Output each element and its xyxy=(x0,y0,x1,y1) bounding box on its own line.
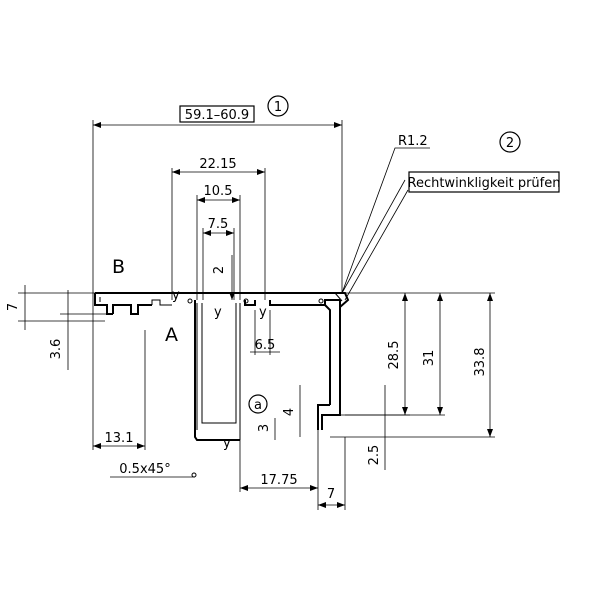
slot-width-dimension: 22.15 xyxy=(171,157,266,300)
instruction-callout: Rechtwinkligkeit prüfen xyxy=(341,171,561,301)
dim-bottom-7: 7 xyxy=(327,487,335,502)
dim-height-4: 4 xyxy=(282,408,297,416)
y-marker-3: y xyxy=(259,305,267,320)
note-1-balloon xyxy=(267,95,289,117)
dim-groove-width: 6.5 xyxy=(255,338,276,353)
small-height-dimensions: 4 3 2.5 xyxy=(257,385,386,470)
overall-width-dimension: 59.1–60.9 1 xyxy=(92,95,343,450)
groove-width-dimension: 6.5 xyxy=(250,310,280,355)
bottom-dimensions: 13.1 0.5x45° 17.75 7 xyxy=(93,330,346,510)
dim-height-3-6: 3.6 xyxy=(49,339,64,360)
right-height-dimensions: 28.5 31 33.8 xyxy=(325,292,495,438)
profile-outline xyxy=(94,292,350,478)
inner-height-dimension: 2 xyxy=(212,255,235,300)
dim-inner-height: 2 xyxy=(212,266,227,274)
dim-height-31: 31 xyxy=(422,350,437,367)
dim-offset-17-75: 17.75 xyxy=(260,473,297,488)
y-marker-1: y xyxy=(172,288,180,303)
dim-height-2-5: 2.5 xyxy=(367,445,382,466)
detail-a-balloon xyxy=(248,394,268,414)
dim-height-33-8: 33.8 xyxy=(473,348,488,377)
detail-a-label: a xyxy=(254,398,262,413)
inner-width-dimension: 10.5 xyxy=(196,184,241,300)
dim-overall-width: 59.1–60.9 xyxy=(185,108,249,123)
dim-inner-width: 10.5 xyxy=(204,184,233,199)
note-1-label: 1 xyxy=(274,100,282,115)
dim-offset-13-1: 13.1 xyxy=(105,431,134,446)
dim-slot-width: 22.15 xyxy=(199,157,236,172)
radius-callout: R1.2 2 xyxy=(341,131,521,294)
dim-height-7: 7 xyxy=(6,303,21,311)
dim-small-width: 7.5 xyxy=(208,217,229,232)
y-marker-4: y xyxy=(223,436,231,451)
small-width-dimension: 7.5 xyxy=(202,217,235,300)
dim-chamfer: 0.5x45° xyxy=(119,462,170,477)
view-b-label: B xyxy=(112,256,125,278)
note-2-label: 2 xyxy=(506,136,514,151)
radius-label: R1.2 xyxy=(398,134,428,149)
note-2-balloon xyxy=(499,131,521,153)
y-marker-2: y xyxy=(214,305,222,320)
instruction-text: Rechtwinkligkeit prüfen xyxy=(408,176,561,191)
dim-height-28-5: 28.5 xyxy=(387,341,402,370)
left-height-dimensions: 7 3.6 xyxy=(6,285,107,370)
view-a-label: A xyxy=(165,324,178,346)
dim-height-3: 3 xyxy=(257,424,272,432)
